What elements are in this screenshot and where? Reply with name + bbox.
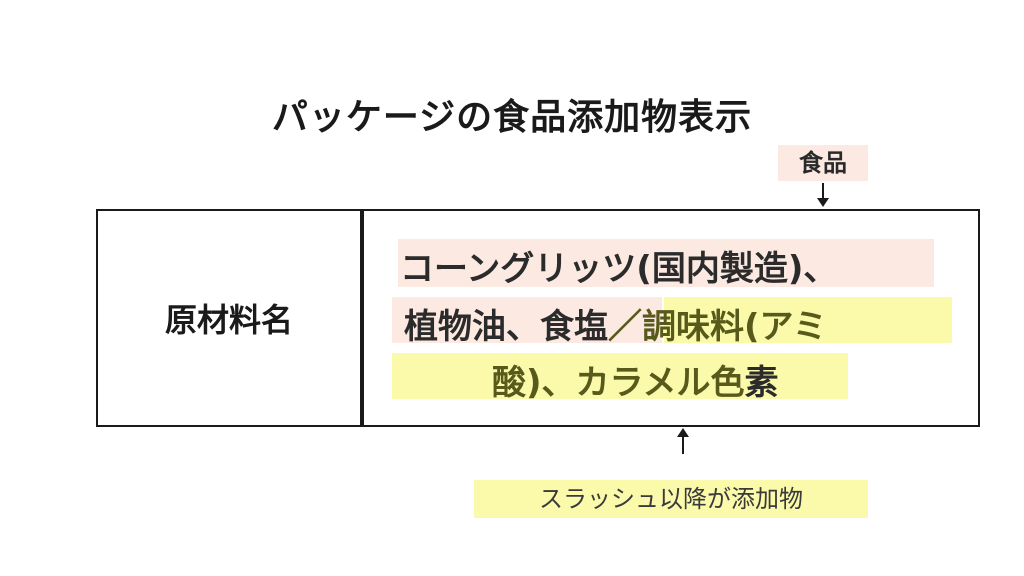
ingredient-line-2: 植物油、食塩／調味料(アミ <box>404 299 1018 348</box>
page-title: パッケージの食品添加物表示 <box>271 97 753 138</box>
ingredient-label-table: 原材料名 コーングリッツ(国内製造)、 植物油、食塩／調味料(アミ 酸)、カラメ… <box>96 209 980 427</box>
additive-ingredients-end: 素 <box>744 363 779 403</box>
food-highlight <box>398 239 934 287</box>
additive-arrow-icon <box>677 428 689 454</box>
additive-ingredients: ／調味料(アミ <box>608 307 827 347</box>
ingredient-content-cell: コーングリッツ(国内製造)、 植物油、食塩／調味料(アミ 酸)、カラメル色素 <box>364 211 978 425</box>
food-highlight <box>392 297 662 343</box>
food-callout: 食品 <box>778 145 868 181</box>
additive-ingredients: 酸)、カラメル色 <box>492 363 745 403</box>
ingredient-line-3: 酸)、カラメル色素 <box>492 355 1024 404</box>
ingredient-line-1: コーングリッツ(国内製造)、 <box>400 249 838 289</box>
food-arrow-icon <box>817 183 829 207</box>
ingredient-header-cell: 原材料名 <box>98 211 364 425</box>
additive-callout: スラッシュ以降が添加物 <box>474 480 868 518</box>
additive-highlight <box>392 353 848 399</box>
food-ingredients: 植物油、食塩 <box>404 307 608 347</box>
additive-highlight <box>664 297 952 343</box>
